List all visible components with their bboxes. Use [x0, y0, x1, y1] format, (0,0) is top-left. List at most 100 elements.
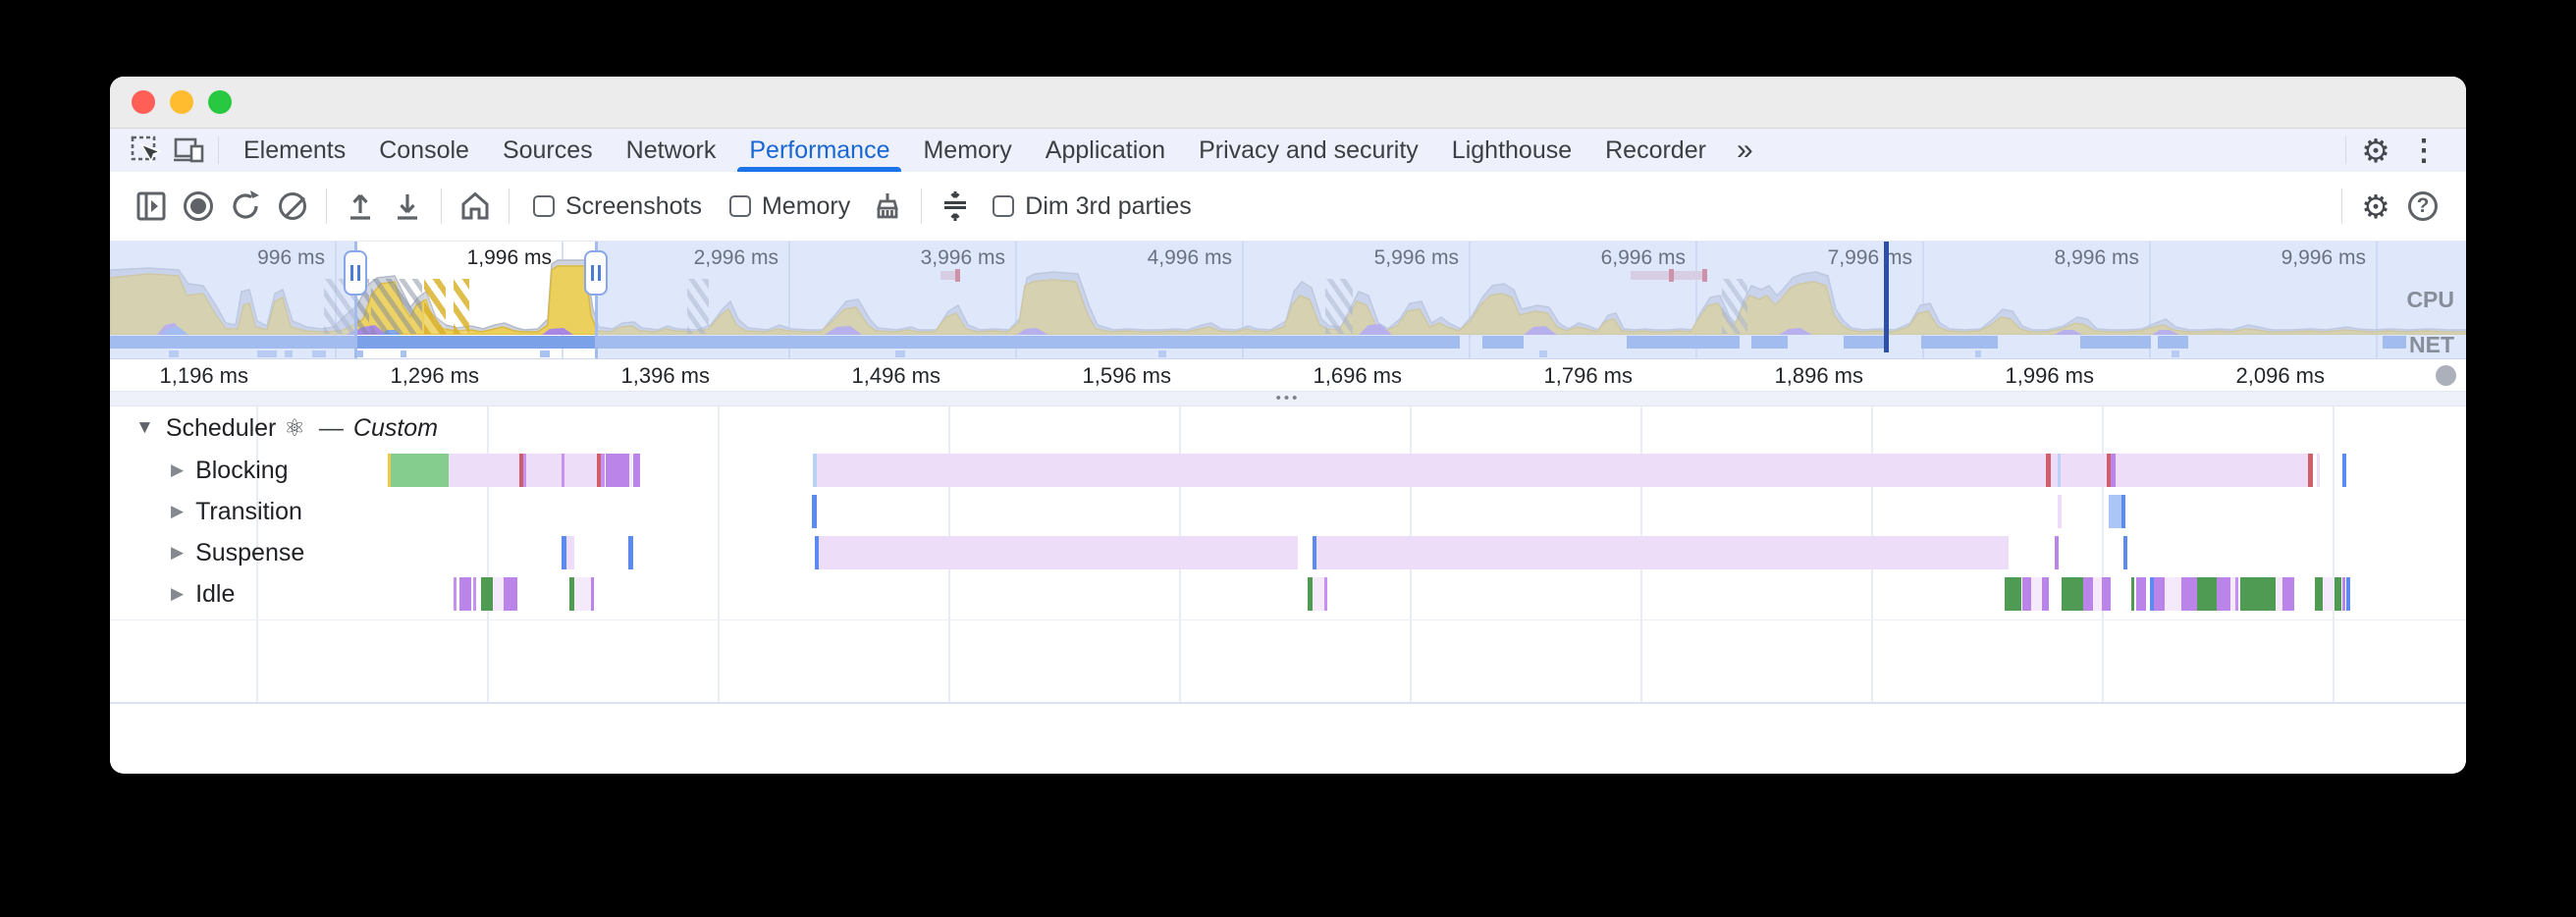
flame-bar-segment[interactable] — [562, 536, 566, 569]
flame-bar-segment[interactable] — [2022, 577, 2031, 611]
flame-bar-segment[interactable] — [2282, 577, 2294, 611]
flame-bar-segment[interactable] — [2042, 577, 2049, 611]
more-tabs-button[interactable]: » — [1723, 129, 1767, 172]
flame-bar-segment[interactable] — [629, 454, 632, 487]
tab-privacy-and-security[interactable]: Privacy and security — [1199, 135, 1419, 164]
flame-bar-segment[interactable] — [1313, 577, 1324, 611]
flame-bar-segment[interactable] — [2058, 454, 2061, 487]
dim-3rd-parties-checkbox[interactable]: Dim 3rd parties — [993, 192, 1192, 221]
tab-sources[interactable]: Sources — [502, 135, 593, 164]
flame-bar-segment[interactable] — [2240, 577, 2276, 611]
close-window-button[interactable] — [132, 90, 155, 114]
flame-bar-segment[interactable] — [569, 577, 574, 611]
flame-bar-segment[interactable] — [562, 454, 564, 487]
flame-bar-segment[interactable] — [2121, 495, 2125, 528]
device-toolbar-icon[interactable] — [167, 129, 210, 172]
flame-bar-segment[interactable] — [564, 454, 597, 487]
toggle-sidebar-icon[interactable] — [128, 183, 175, 230]
flame-bar-segment[interactable] — [2093, 577, 2102, 611]
row-header-idle[interactable]: ▶Idle — [110, 573, 235, 615]
tab-recorder[interactable]: Recorder — [1605, 135, 1706, 164]
flame-bar-segment[interactable] — [2181, 577, 2197, 611]
minimize-window-button[interactable] — [170, 90, 193, 114]
flame-bar-segment[interactable] — [2317, 454, 2320, 487]
flame-bar-segment[interactable] — [473, 577, 476, 611]
flame-bar-segment[interactable] — [2230, 577, 2235, 611]
record-icon[interactable] — [175, 183, 222, 230]
tab-lighthouse[interactable]: Lighthouse — [1451, 135, 1573, 164]
flame-bar-segment[interactable] — [2334, 577, 2341, 611]
tab-console[interactable]: Console — [379, 135, 469, 164]
flame-bar-segment[interactable] — [504, 577, 517, 611]
flame-bar-segment[interactable] — [2154, 577, 2165, 611]
flame-bar-segment[interactable] — [606, 454, 629, 487]
flame-bar-segment[interactable] — [2150, 577, 2154, 611]
flame-bar-segment[interactable] — [388, 454, 391, 487]
flame-bar-segment[interactable] — [2342, 577, 2345, 611]
settings-gear-icon[interactable]: ⚙ — [2361, 132, 2390, 169]
flame-bar-segment[interactable] — [2276, 577, 2282, 611]
flame-bar-segment[interactable] — [601, 454, 605, 487]
flame-bar-segment[interactable] — [526, 454, 562, 487]
collect-garbage-icon[interactable] — [864, 183, 911, 230]
capture-settings-gear-icon[interactable]: ⚙ — [2361, 188, 2390, 225]
flame-bar-segment[interactable] — [813, 454, 817, 487]
flame-bar-segment[interactable] — [574, 577, 591, 611]
flame-bar-segment[interactable] — [1308, 577, 1313, 611]
flame-bar-segment[interactable] — [2031, 577, 2042, 611]
tab-performance[interactable]: Performance — [732, 129, 906, 172]
flame-bar-segment[interactable] — [523, 454, 526, 487]
flame-bar-segment[interactable] — [597, 454, 601, 487]
flame-bar-segment[interactable] — [2109, 495, 2121, 528]
flame-bar-segment[interactable] — [2315, 577, 2323, 611]
flame-bar-segment[interactable] — [1313, 536, 1316, 569]
inspect-element-icon[interactable] — [124, 129, 167, 172]
tab-application[interactable]: Application — [1045, 135, 1166, 164]
reload-and-record-icon[interactable] — [222, 183, 269, 230]
flame-bar-segment[interactable] — [2005, 577, 2021, 611]
row-header-blocking[interactable]: ▶Blocking — [110, 450, 289, 491]
flame-bar-segment[interactable] — [519, 454, 523, 487]
flame-bar-segment[interactable] — [812, 495, 817, 528]
selection-handle-right[interactable] — [584, 250, 608, 296]
flame-bar-segment[interactable] — [459, 577, 471, 611]
flame-bar-segment[interactable] — [2083, 577, 2093, 611]
flame-bar-segment[interactable] — [493, 577, 504, 611]
flame-bar-segment[interactable] — [2323, 577, 2334, 611]
clear-recording-icon[interactable] — [269, 183, 316, 230]
flame-bar-segment[interactable] — [2055, 536, 2059, 569]
flame-bar-segment[interactable] — [817, 454, 2313, 487]
flame-bar-segment[interactable] — [2058, 495, 2062, 528]
ruler-scroll-knob[interactable] — [2436, 365, 2456, 386]
flame-bar-segment[interactable] — [454, 577, 456, 611]
flame-bar-segment[interactable] — [2102, 577, 2111, 611]
kebab-menu-icon[interactable]: ⋮ — [2409, 134, 2439, 167]
flame-bar-segment[interactable] — [591, 577, 594, 611]
flame-bar-segment[interactable] — [1316, 536, 2009, 569]
flame-bar-segment[interactable] — [2217, 577, 2230, 611]
flame-bar-segment[interactable] — [2131, 577, 2134, 611]
flame-bar-segment[interactable] — [2342, 454, 2346, 487]
row-header-transition[interactable]: ▶Transition — [110, 491, 302, 532]
download-profile-icon[interactable] — [384, 183, 431, 230]
home-icon[interactable] — [452, 183, 499, 230]
panel-resize-strip[interactable]: ••• — [110, 391, 2466, 406]
flame-bar-segment[interactable] — [2235, 577, 2238, 611]
upload-profile-icon[interactable] — [337, 183, 384, 230]
memory-checkbox[interactable]: Memory — [728, 192, 850, 221]
flame-bar-segment[interactable] — [2111, 454, 2116, 487]
flame-bar-segment[interactable] — [815, 536, 819, 569]
flame-bar-segment[interactable] — [2046, 454, 2051, 487]
flame-bar-segment[interactable] — [391, 454, 449, 487]
flame-bar-segment[interactable] — [2165, 577, 2181, 611]
collapse-expand-icon[interactable] — [932, 183, 979, 230]
tab-memory[interactable]: Memory — [923, 135, 1012, 164]
flame-bar-segment[interactable] — [481, 577, 493, 611]
screenshots-checkbox[interactable]: Screenshots — [533, 192, 702, 221]
flame-bar-segment[interactable] — [819, 536, 1298, 569]
flame-bar-segment[interactable] — [2062, 577, 2083, 611]
help-icon[interactable]: ? — [2399, 183, 2446, 230]
tab-elements[interactable]: Elements — [243, 135, 347, 164]
